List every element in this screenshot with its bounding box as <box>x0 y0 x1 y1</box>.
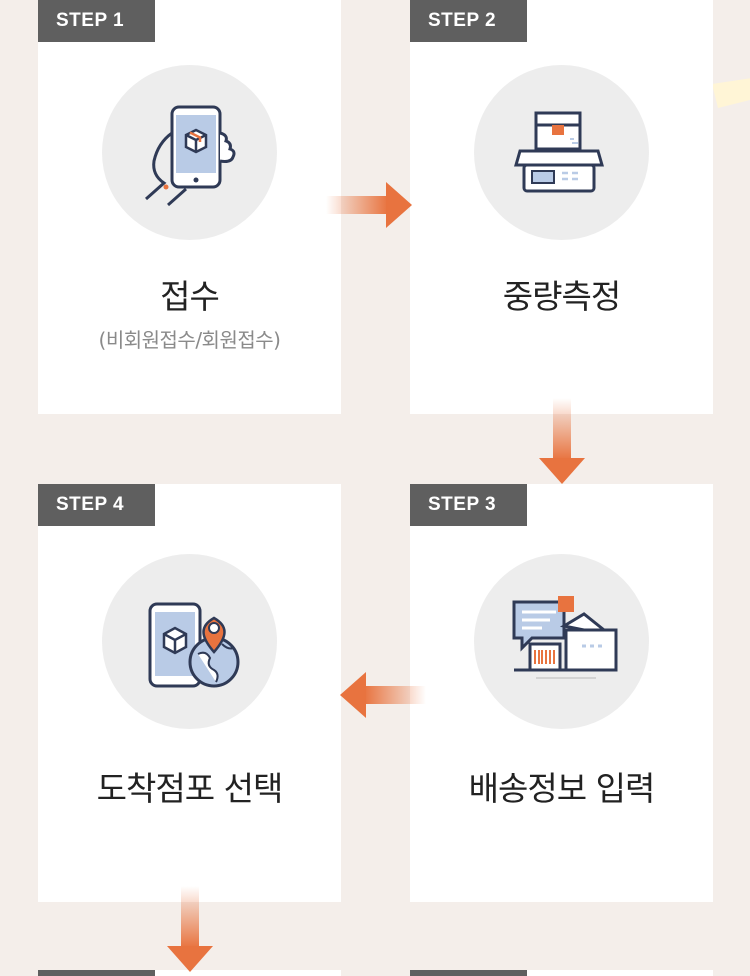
step-5-card-partial <box>38 970 341 976</box>
step-2-badge: STEP 2 <box>410 0 527 42</box>
step-2-card: STEP 2 중량측정 <box>410 0 713 414</box>
step-1-card: STEP 1 접수 (비회원접수/회원접수) <box>38 0 341 414</box>
step-3-badge: STEP 3 <box>410 484 527 526</box>
step-1-title: 접수 <box>160 277 220 316</box>
step-1-badge: STEP 1 <box>38 0 155 42</box>
arrow-left-icon <box>340 672 426 718</box>
step-4-badge: STEP 4 <box>38 484 155 526</box>
phone-package-icon <box>144 105 235 206</box>
step-3-card: STEP 3 배송정보 입력 <box>410 484 713 902</box>
shipping-info-icon <box>512 595 617 679</box>
scale-icon <box>513 111 604 192</box>
location-store-icon <box>148 602 239 687</box>
step-6-card-partial <box>410 970 713 976</box>
step-1-icon-circle <box>102 65 277 240</box>
step-3-icon-circle <box>474 554 649 729</box>
step-4-card: STEP 4 도착점포 선택 <box>38 484 341 902</box>
arrow-down-icon-2 <box>167 886 213 972</box>
step-3-title: 배송정보 입력 <box>468 769 656 808</box>
step-4-icon-circle <box>102 554 277 729</box>
step-4-title: 도착점포 선택 <box>96 769 284 808</box>
decorative-shape-icon <box>712 78 750 108</box>
step-1-subtitle: (비회원접수/회원접수) <box>98 328 281 352</box>
step-2-icon-circle <box>474 65 649 240</box>
step-2-title: 중량측정 <box>502 277 621 316</box>
arrow-down-icon <box>539 398 585 484</box>
arrow-right-icon <box>326 182 412 228</box>
